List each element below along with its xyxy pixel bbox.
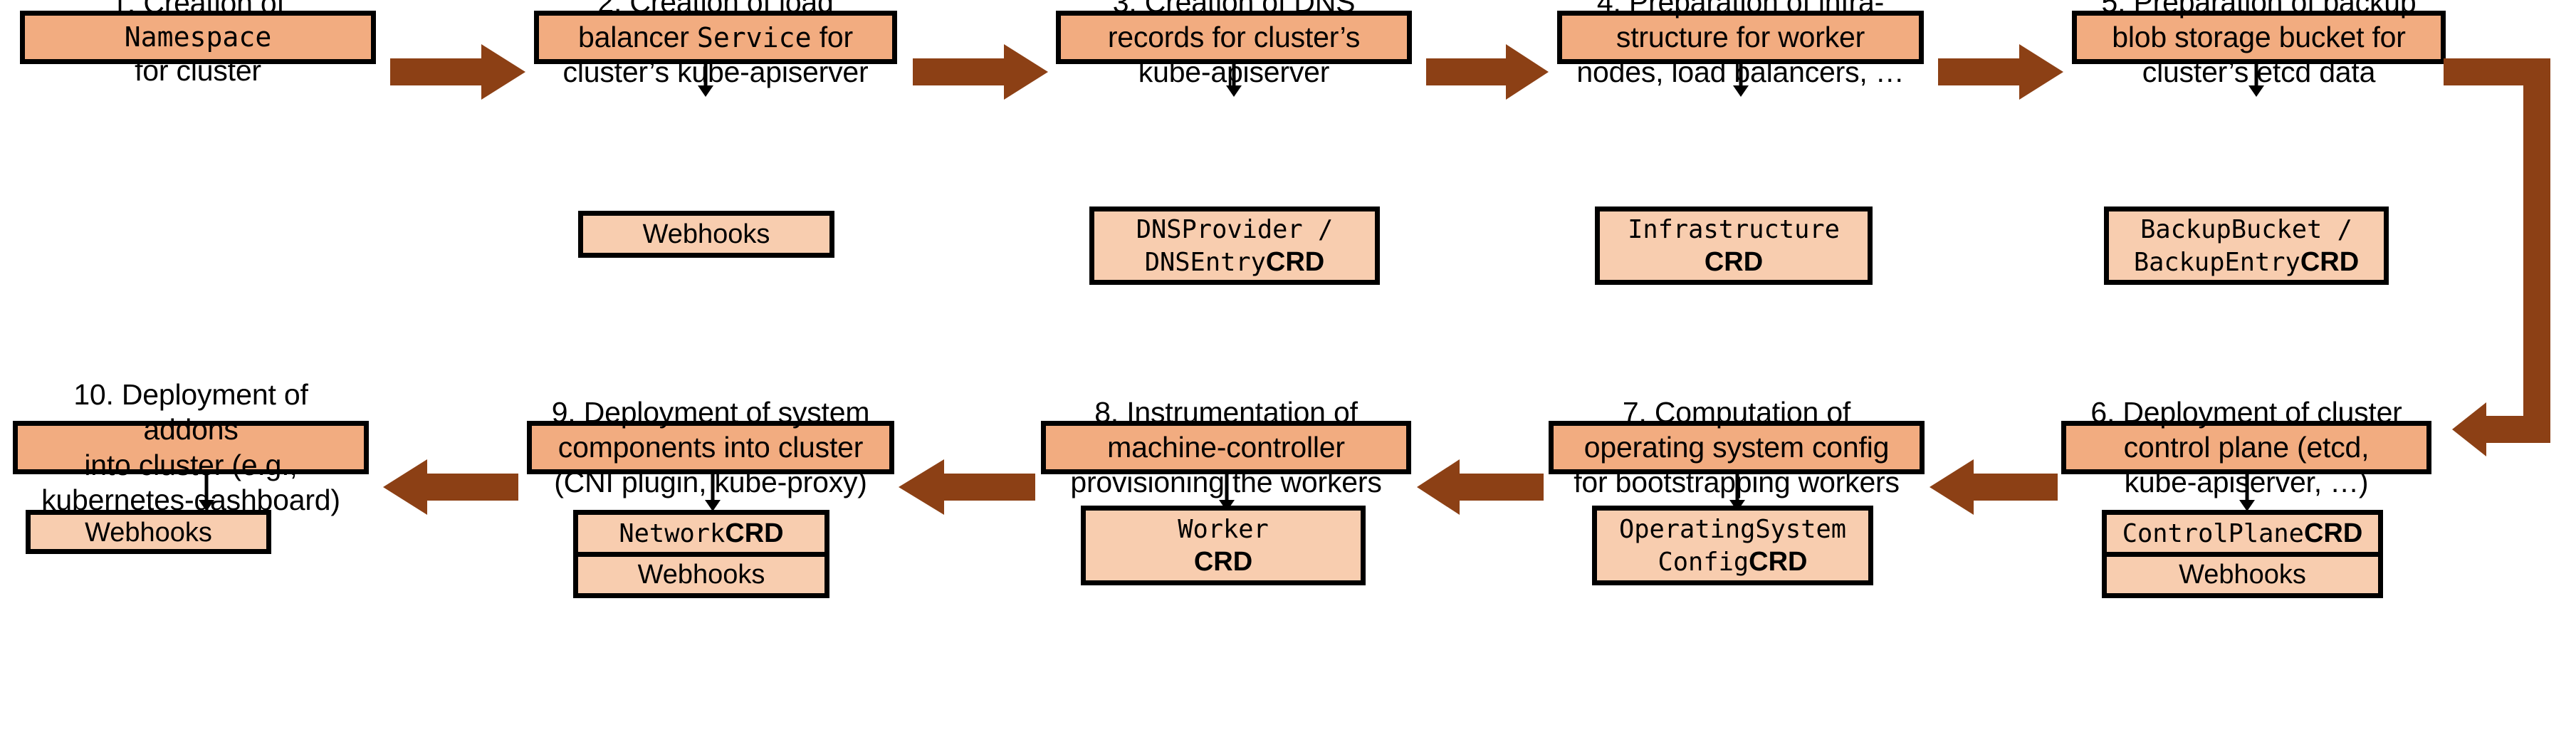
connector-step9-artifact [701,474,724,513]
step-7-line-2: operating system config [1583,430,1890,464]
artifact-step4-line1: Infrastructure [1628,215,1840,244]
artifact-step5-line1: BackupBucket / [2140,215,2352,244]
step-5-line-1: 5. Preparation of backup [2101,0,2417,19]
artifact-step8-line2-crd: CRD [1193,547,1253,577]
step-box-2[interactable]: 2. Creation of load balancer Service for… [534,0,897,88]
step-1-line-1: 1. Creation of [111,0,285,20]
artifact-box-step6[interactable]: ControlPlaneCRD Webhooks [2102,510,2383,598]
step-6-line-2: control plane (etcd, [2123,430,2370,464]
artifact-cell-worker-crd: Worker CRD [1086,511,1361,580]
block-arrow-4-to-5 [1938,44,2063,100]
artifact-step8-line1: Worker [1178,514,1269,544]
artifact-step4-line2-crd: CRD [1704,247,1764,278]
artifact-box-step3[interactable]: DNSProvider / DNSEntryCRD [1089,207,1380,285]
step-8-line-2: machine-controller [1107,430,1345,464]
step-box-7[interactable]: 7. Computation of operating system confi… [1549,396,1925,498]
artifact-step7-line1: OperatingSystem [1618,514,1847,544]
artifact-step3-line1: DNSProvider / [1136,215,1334,244]
step-7-line-1: 7. Computation of [1622,395,1851,429]
artifact-box-step9[interactable]: NetworkCRD Webhooks [573,510,829,598]
artifact-box-step7[interactable]: OperatingSystem ConfigCRD [1592,506,1873,585]
step-2-line-2a: balancer [577,20,697,53]
artifact-step5-line2-name: BackupEntry [2133,248,2300,278]
step-1-line-2: Namespace [124,21,272,53]
artifact-cell-webhooks-6: Webhooks [2107,551,2378,594]
step-9-line-1: 9. Deployment of system [551,395,870,429]
artifact-cell-webhooks-9: Webhooks [578,551,824,594]
artifact-step9-line1-crd: CRD [725,518,784,548]
step-9-line-2: components into cluster [557,430,864,464]
artifact-box-step2[interactable]: Webhooks [578,211,834,258]
step-2-line-2: balancer Service for [545,20,886,55]
step-3-line-1: 3. Creation of DNS [1112,0,1356,19]
step-box-5[interactable]: 5. Preparation of backup blob storage bu… [2072,0,2446,88]
block-arrow-1-to-2 [390,44,525,100]
step-box-8[interactable]: 8. Instrumentation of machine-controller… [1041,396,1411,498]
artifact-step2-label: Webhooks [642,219,770,249]
step-2-line-1: 2. Creation of load [597,0,834,19]
elbow-bar-right-margin [2444,44,2576,471]
step-box-6[interactable]: 6. Deployment of cluster control plane (… [2061,396,2431,498]
artifact-step3-line2-name: DNSEntry [1144,248,1266,278]
artifact-box-step8[interactable]: Worker CRD [1081,506,1366,585]
step-2-line-3: cluster’s kube-apiserver [562,56,869,89]
artifact-step6-line1-name: ControlPlane [2122,518,2304,548]
step-3-line-2: records for cluster’s [1107,20,1361,53]
artifact-step3-line2-crd: CRD [1265,247,1325,278]
step-6-line-1: 6. Deployment of cluster [2090,395,2402,429]
step-10-line-2: into cluster (e.g., [84,448,298,481]
block-arrow-7-to-8 [1417,459,1544,515]
block-arrow-6-to-7 [1930,459,2058,515]
step-2-line-2c: for [811,20,853,53]
artifact-cell-backup-crd: BackupBucket / BackupEntryCRD [2109,211,2384,281]
step-9-line-3: (CNI plugin, kube-proxy) [554,466,867,499]
artifact-box-step5[interactable]: BackupBucket / BackupEntryCRD [2104,207,2389,285]
step-2-line-2b: Service [696,21,812,53]
step-box-9[interactable]: 9. Deployment of system components into … [527,396,894,498]
connector-step5-artifact [2245,64,2268,98]
artifact-step9-line1-name: Network [619,518,726,548]
connector-step6-artifact [2236,474,2258,513]
block-arrow-8-to-9-real [899,459,1035,515]
artifact-cell-dns-crd: DNSProvider / DNSEntryCRD [1094,211,1375,281]
step-4-line-1: 4. Preparation of infra- [1596,0,1885,19]
step-box-10[interactable]: 10. Deployment of addons into cluster (e… [13,378,369,516]
artifact-step5-line2-crd: CRD [2300,247,2360,278]
artifact-step7-line2-crd: CRD [1749,547,1808,577]
artifact-step6-cell2-label: Webhooks [2179,560,2306,590]
artifact-cell-osc-crd: OperatingSystem ConfigCRD [1597,511,1868,580]
step-4-line-2: structure for worker [1616,20,1865,53]
block-arrow-9-to-10 [383,459,518,515]
step-1-line-3: for cluster [135,54,261,88]
block-arrow-3-to-4 [1426,44,1549,100]
artifact-box-step10[interactable]: Webhooks [26,510,271,554]
artifact-step9-cell2-label: Webhooks [637,560,765,590]
step-5-line-2: blob storage bucket for [2112,20,2406,53]
connector-step10-artifact [195,474,218,513]
artifact-cell-webhooks-10: Webhooks [31,515,266,550]
artifact-step7-line2-name: Config [1658,548,1749,577]
step-box-3[interactable]: 3. Creation of DNS records for cluster’s… [1056,0,1412,88]
connector-step3-artifact [1222,64,1245,98]
step-box-4[interactable]: 4. Preparation of infra- structure for w… [1557,0,1924,88]
artifact-step6-line1-crd: CRD [2303,518,2363,548]
artifact-box-step4[interactable]: Infrastructure CRD [1595,207,1873,285]
artifact-cell-controlplane-crd: ControlPlaneCRD [2107,515,2378,552]
artifact-cell-webhooks: Webhooks [583,216,829,253]
connector-step4-artifact [1729,64,1752,98]
step-8-line-1: 8. Instrumentation of [1094,395,1358,429]
block-arrow-2-to-3 [913,44,1048,100]
artifact-cell-infrastructure-crd: Infrastructure CRD [1600,211,1868,281]
step-5-line-3: cluster’s etcd data [2142,56,2376,89]
artifact-step10-label: Webhooks [85,518,212,548]
artifact-cell-network-crd: NetworkCRD [578,515,824,552]
step-10-line-1: 10. Deployment of addons [73,378,308,446]
connector-step2-artifact [694,64,717,98]
step-box-1[interactable]: 1. Creation of Namespace for cluster [20,0,376,87]
